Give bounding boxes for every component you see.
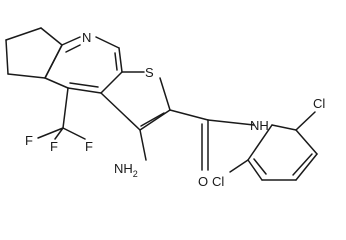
pyridine-ring [44,36,123,94]
bond [40,27,63,46]
double-bond [69,82,99,88]
atom-cl-top: Cl [313,96,325,111]
double-bond [140,112,165,127]
bond [229,159,249,173]
bond [44,77,69,89]
double-bond [292,153,313,176]
bond [61,36,81,46]
bond [159,77,171,111]
amino-bond [139,129,147,161]
bond [247,124,273,161]
double-bond [65,44,81,53]
atom-cl-bottom: Cl [212,174,224,189]
dichlorophenyl-ring [229,111,318,181]
bond [169,109,209,121]
bond [7,73,46,79]
bond [247,159,263,181]
bond [295,153,318,181]
bond [44,44,63,79]
atom-s-ring: S [145,65,154,80]
bond [5,39,9,75]
bond [139,109,171,131]
bond [67,87,102,94]
double-bond [253,158,267,175]
bond [62,127,86,140]
atom-f-left: F [25,133,33,148]
bond [100,92,141,131]
bond [54,127,64,140]
bond [5,27,42,41]
bond [62,87,69,129]
bond [295,111,316,131]
carboxamide-group [169,109,255,171]
atom-f-bottom: F [85,139,93,154]
molecule-diagram: N S NH2 O NH Cl Cl F F F [5,27,325,189]
atom-n-ring: N [82,30,91,45]
atom-nh: NH [250,118,269,133]
atom-f-top: F [50,139,58,154]
bond [271,124,297,131]
bond [118,47,123,73]
thiophene-ring [100,71,171,131]
trifluoromethyl-group [37,87,86,140]
cyclopentane-ring [5,27,63,79]
bond [95,36,120,49]
bond [207,119,255,126]
bond [295,129,318,155]
atom-o: O [198,174,208,189]
bond [100,71,123,94]
atom-nh2: NH2 [114,161,138,179]
double-bond [114,52,118,71]
structure-canvas: N S NH2 O NH Cl Cl F F F [5,27,325,189]
bond [37,127,64,139]
